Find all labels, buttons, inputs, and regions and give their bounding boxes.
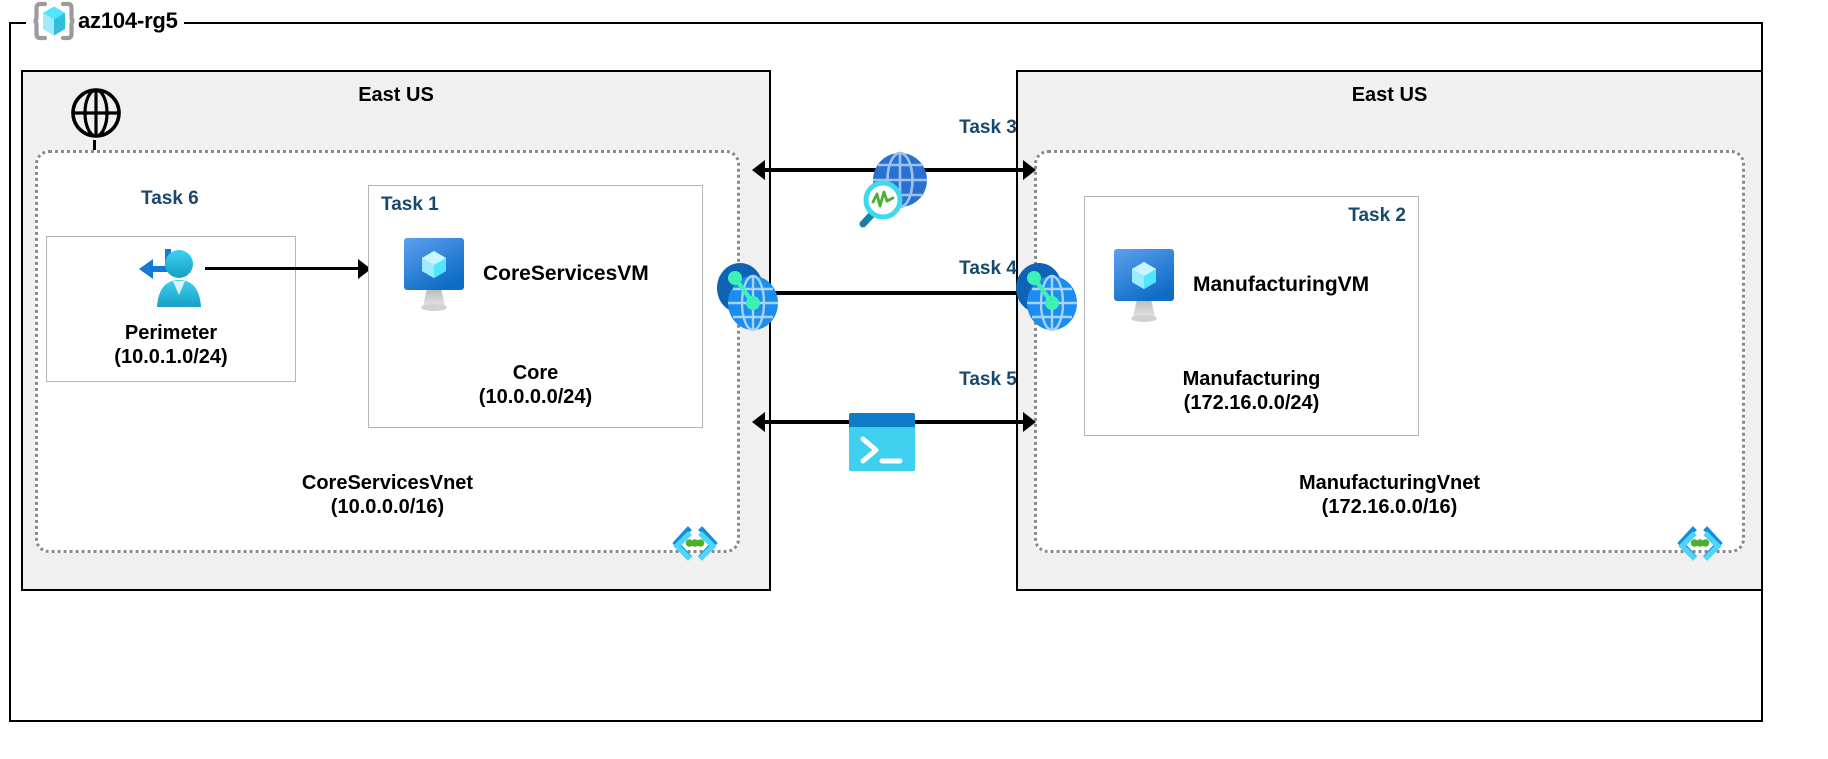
vnet-manufacturing-label: ManufacturingVnet (172.16.0.0/16) bbox=[1037, 471, 1742, 520]
vnet-manufacturing-cidr: (172.16.0.0/16) bbox=[1321, 496, 1458, 519]
subnet-brackets-icon bbox=[671, 522, 719, 564]
subnet-manufacturing-name: Manufacturing bbox=[1182, 368, 1321, 390]
cloud-shell-icon bbox=[849, 413, 915, 471]
subnet-manufacturing: Task 2 bbox=[1084, 196, 1419, 436]
subnet-perimeter: Perimeter (10.0.1.0/24) bbox=[46, 236, 296, 382]
subnet-core-cidr: (10.0.0.0/24) bbox=[478, 386, 593, 409]
gap-task-label-3: Task 3 bbox=[959, 117, 1017, 138]
virtual-machine-icon bbox=[399, 236, 469, 312]
vnet-peering-icon bbox=[711, 258, 783, 334]
gap-task-label-4: Task 4 bbox=[959, 258, 1017, 279]
subnet-core-name: Core bbox=[512, 362, 559, 384]
subnet-brackets-icon bbox=[1676, 522, 1724, 564]
vnet-coreservices-label: CoreServicesVnet (10.0.0.0/16) bbox=[38, 471, 737, 520]
vnet-coreservices-name: CoreServicesVnet bbox=[301, 472, 474, 494]
resource-group-name: az104-rg5 bbox=[78, 8, 178, 33]
vnet-manufacturing-name: ManufacturingVnet bbox=[1298, 472, 1481, 494]
vnet-coreservices-cidr: (10.0.0.0/16) bbox=[330, 496, 445, 519]
task-tag-6: Task 6 bbox=[141, 188, 199, 209]
subnet-perimeter-label: Perimeter (10.0.1.0/24) bbox=[47, 321, 295, 370]
vm-manufacturing-name: ManufacturingVM bbox=[1193, 273, 1370, 296]
subnet-manufacturing-label: Manufacturing (172.16.0.0/24) bbox=[1085, 367, 1418, 416]
subnet-core-label: Core (10.0.0.0/24) bbox=[369, 361, 702, 410]
task4-arrow bbox=[752, 283, 1036, 303]
vm-coreservices-name: CoreServicesVM bbox=[483, 262, 649, 285]
task-tag-1: Task 1 bbox=[381, 194, 439, 215]
subnet-core: Task 1 bbox=[368, 185, 703, 428]
task-tag-2: Task 2 bbox=[1348, 205, 1406, 226]
azure-resource-group-icon bbox=[32, 0, 76, 43]
vnet-peering-icon bbox=[1010, 258, 1082, 334]
subnet-perimeter-name: Perimeter bbox=[124, 322, 218, 344]
perimeter-to-core-arrow bbox=[205, 259, 371, 279]
virtual-machine-icon bbox=[1109, 247, 1179, 323]
resource-group-title: az104-rg5 bbox=[26, 1, 184, 41]
region-title-right: East US bbox=[1351, 84, 1428, 106]
subnet-perimeter-cidr: (10.0.1.0/24) bbox=[114, 346, 228, 369]
vm-manufacturing: ManufacturingVM bbox=[1109, 247, 1369, 323]
region-title-left: East US bbox=[358, 84, 434, 106]
internet-globe-icon bbox=[69, 86, 123, 140]
network-watcher-icon bbox=[845, 148, 937, 234]
vm-coreservices: CoreServicesVM bbox=[399, 236, 649, 312]
gap-task-label-5: Task 5 bbox=[959, 369, 1017, 390]
subnet-manufacturing-cidr: (172.16.0.0/24) bbox=[1183, 392, 1320, 415]
bastion-user-icon bbox=[135, 245, 213, 315]
